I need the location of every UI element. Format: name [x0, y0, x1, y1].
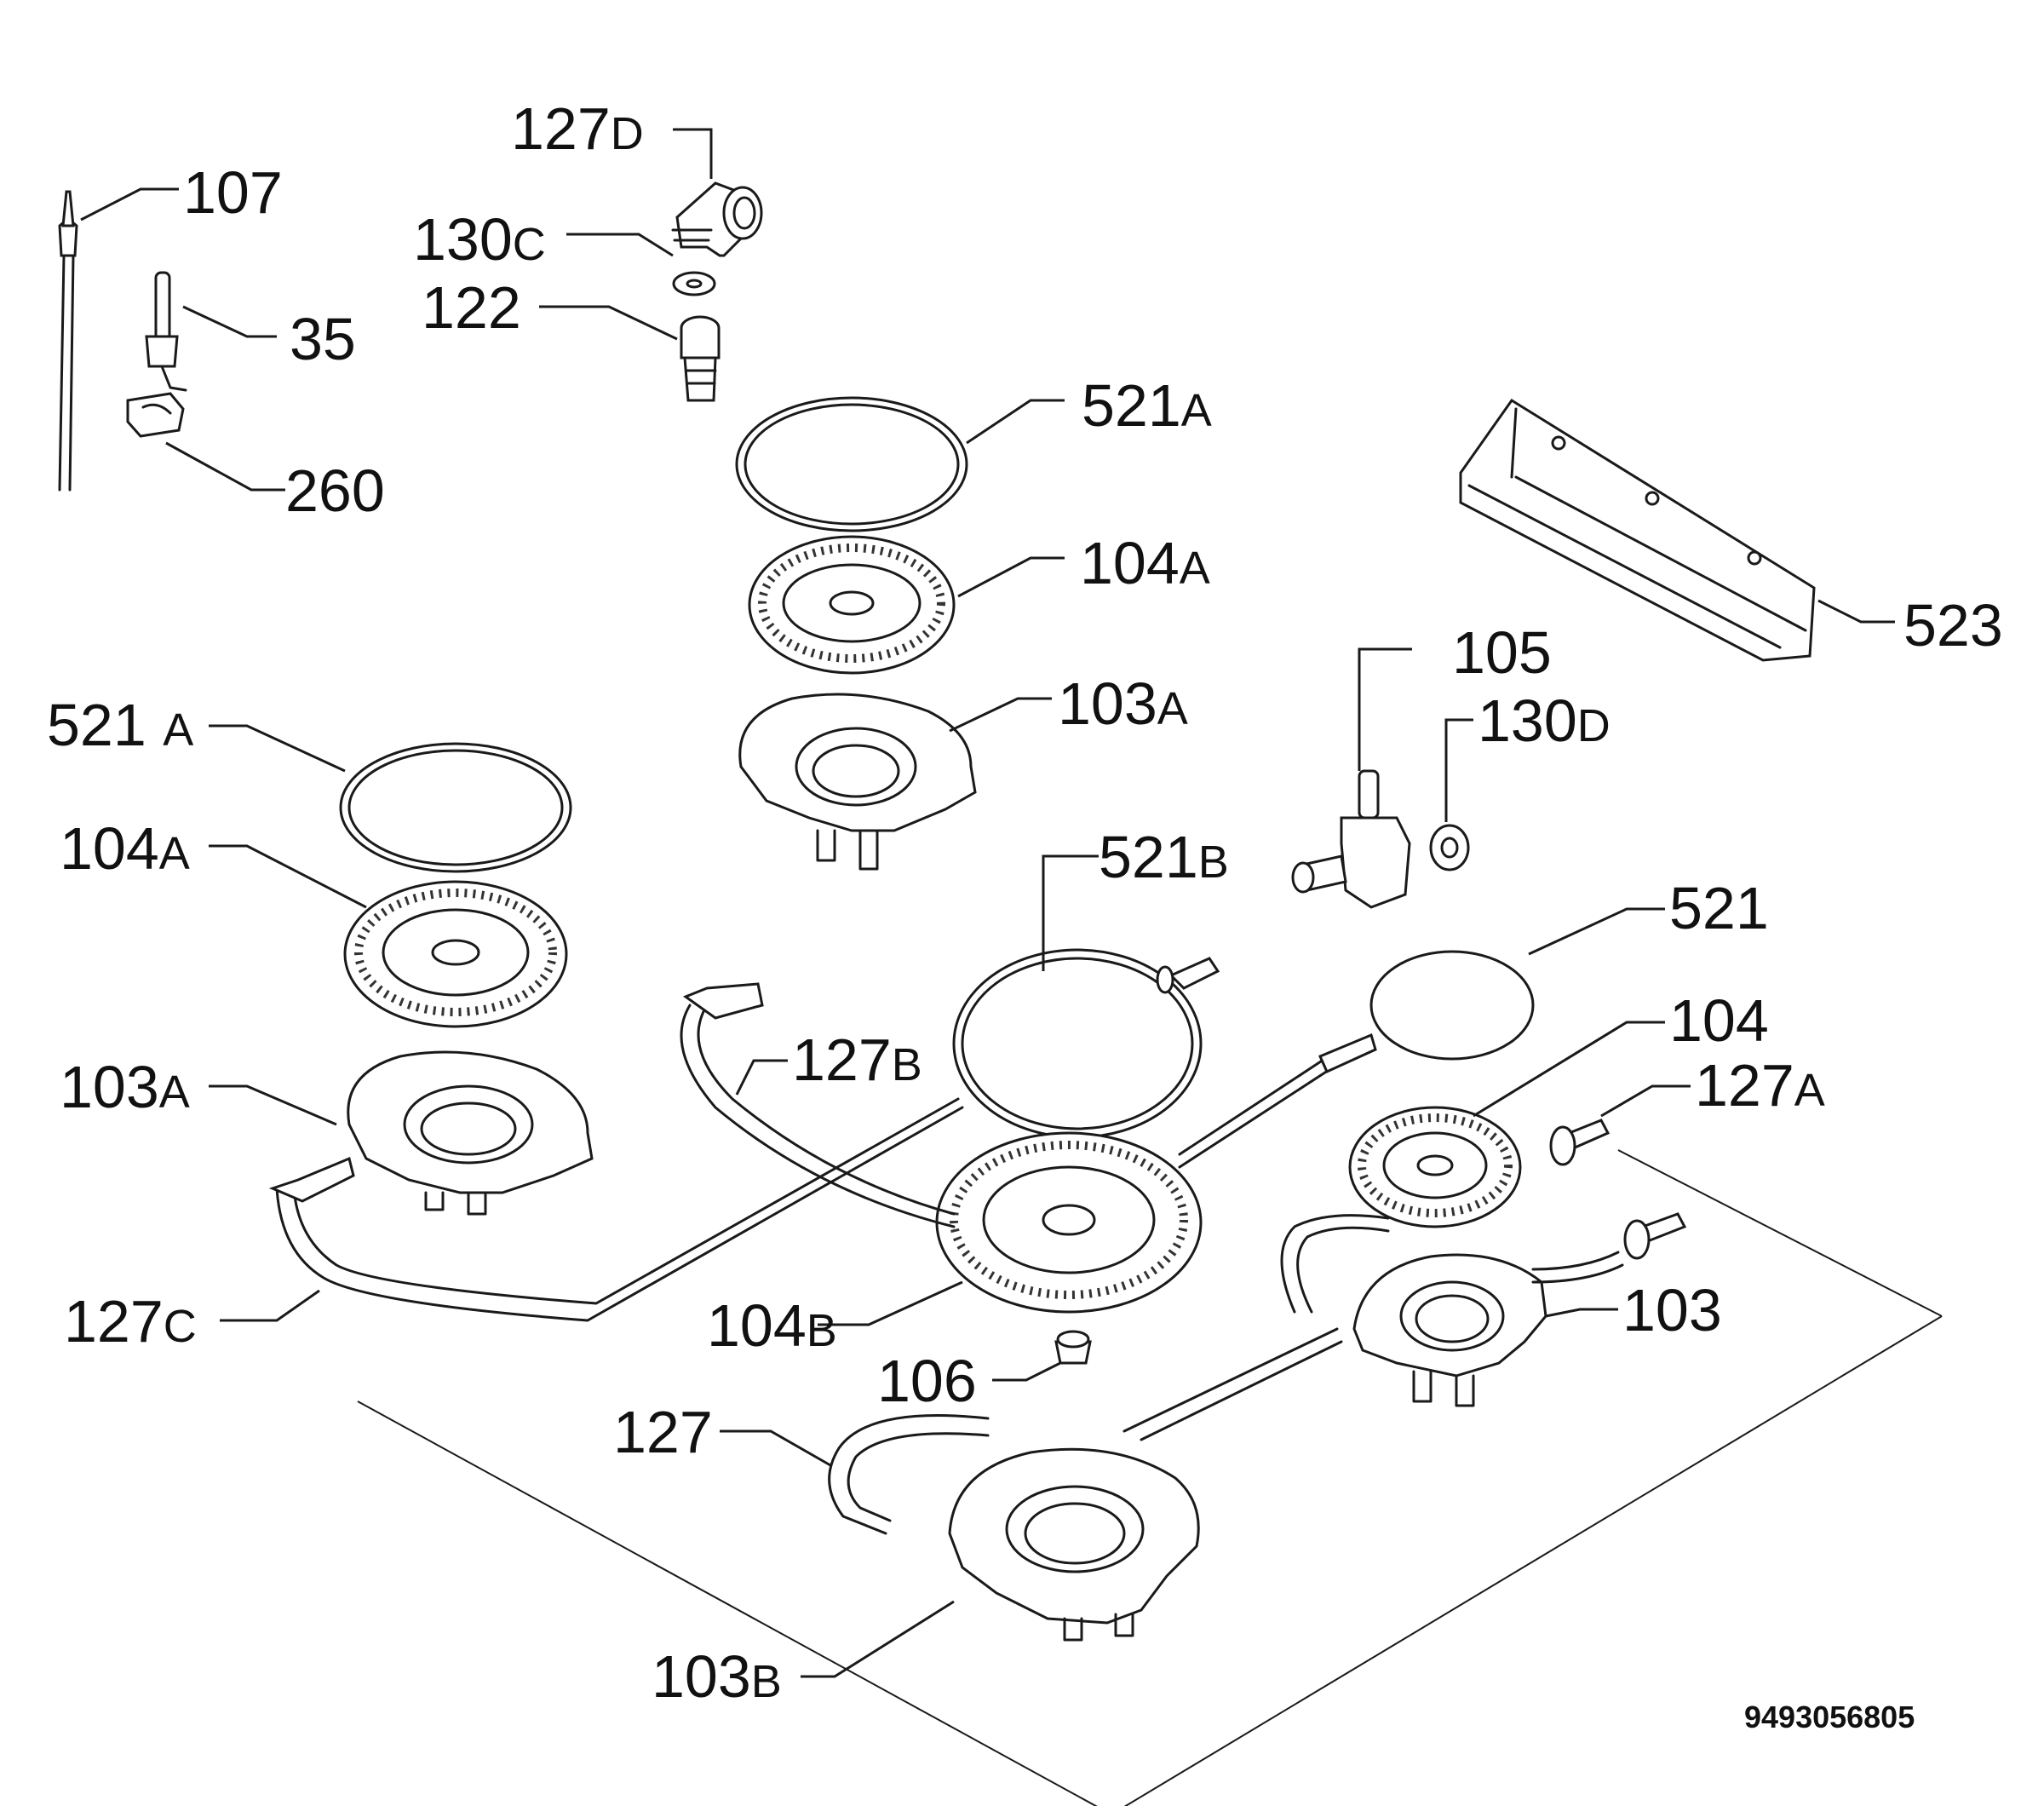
- label-521a-upper: 521A: [1082, 372, 1212, 439]
- part-105-valve: [1291, 769, 1411, 909]
- part-left-burner-ring-104a: [343, 880, 568, 1028]
- label-104a-upper: 104A: [1080, 530, 1210, 596]
- part-upper-burner-base-103a: [738, 693, 977, 871]
- part-left-burner-base-103a: [347, 1050, 594, 1216]
- diagram-code: 9493056805: [1744, 1700, 1915, 1734]
- label-521: 521: [1669, 875, 1769, 941]
- label-127: 127: [613, 1399, 713, 1465]
- part-right-burner-ring-104: [1348, 1106, 1522, 1228]
- label-260: 260: [285, 457, 385, 524]
- part-106-injector: [1054, 1330, 1092, 1365]
- part-left-burner-cap-521a: [339, 742, 572, 873]
- part-center-burner-ring-104b: [935, 1131, 1203, 1314]
- label-105: 105: [1452, 619, 1552, 686]
- label-127c: 127C: [64, 1288, 197, 1354]
- label-35: 35: [290, 306, 356, 372]
- part-connector-fittings: [1156, 957, 1687, 1260]
- part-523-bracket: [1459, 398, 1816, 662]
- part-122-nozzle: [680, 315, 721, 402]
- label-127b: 127B: [792, 1027, 922, 1093]
- part-260-clip: [126, 392, 185, 438]
- part-upper-burner-ring-104a: [748, 535, 956, 675]
- part-130d-washer: [1429, 824, 1470, 871]
- label-523: 523: [1903, 592, 2003, 659]
- label-103b: 103B: [652, 1643, 782, 1710]
- label-104: 104: [1669, 987, 1769, 1054]
- part-right-burner-cap-521: [1369, 950, 1535, 1061]
- part-127d-elbow: [671, 181, 763, 257]
- label-521b: 521B: [1099, 824, 1229, 890]
- label-103: 103: [1622, 1277, 1722, 1343]
- hob-base-outline: [357, 1149, 1943, 1806]
- label-130d: 130D: [1478, 687, 1611, 754]
- leader-lines: [80, 128, 1895, 1678]
- part-107-thermocouple: [58, 190, 78, 492]
- label-127a: 127A: [1695, 1052, 1825, 1119]
- part-upper-burner-cap-521a: [735, 396, 968, 532]
- label-107: 107: [183, 159, 283, 226]
- label-103a-upper: 103A: [1058, 670, 1188, 737]
- label-104b: 104B: [707, 1292, 837, 1359]
- part-35-electrode: [145, 271, 187, 392]
- part-bottom-burner-base-103b: [948, 1447, 1200, 1642]
- label-122: 122: [422, 274, 521, 341]
- label-104a-left: 104A: [60, 815, 190, 882]
- label-103a-left: 103A: [60, 1054, 190, 1120]
- label-106: 106: [877, 1348, 977, 1414]
- callout-labels: 127D 107 130C 122 35 260 521A 104A 103A …: [47, 95, 2003, 1734]
- label-130c: 130C: [413, 206, 546, 273]
- label-127d: 127D: [511, 95, 644, 162]
- part-130c-washer: [672, 271, 716, 296]
- part-right-burner-base-103: [1352, 1253, 1547, 1407]
- part-gas-pipes: [268, 982, 1624, 1535]
- label-521a-left: 521 A: [47, 692, 193, 758]
